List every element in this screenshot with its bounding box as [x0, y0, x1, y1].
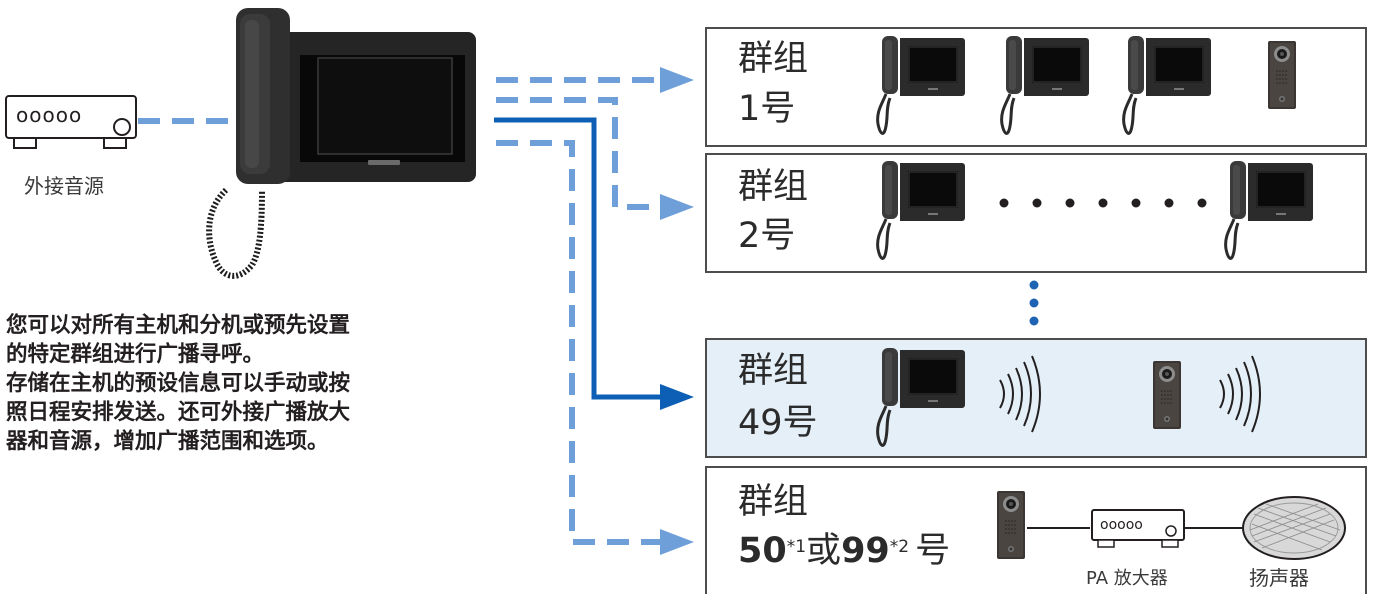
group-1-door-station-icon — [1268, 41, 1296, 109]
footnote-2-mark: *2 — [889, 537, 910, 557]
group-1-title: 群组 — [738, 39, 809, 79]
vertical-ellipsis-dots — [1029, 280, 1039, 326]
speaker-icon — [1242, 496, 1346, 560]
group-50-99-door-station-icon — [997, 491, 1025, 559]
speaker-label: 扬声器 — [1249, 566, 1309, 590]
source-display-text: ooooo — [16, 103, 82, 127]
source-label: 外接音源 — [24, 174, 104, 198]
group-number-99: 99 — [841, 531, 890, 571]
or-text: 或 — [806, 531, 842, 571]
arrow-to-group-50-99 — [496, 140, 694, 555]
master-station-icon — [206, 8, 476, 279]
external-audio-source-icon — [5, 95, 137, 149]
arrow-to-group-1 — [496, 67, 694, 93]
group-2-ellipsis-dots — [999, 198, 1207, 208]
group-2-title: 群组 — [738, 167, 809, 207]
arrow-to-group-2 — [496, 97, 694, 220]
description-text: 您可以对所有主机和分机或预先设置 的特定群组进行广播寻呼。 存储在主机的预设信息… — [6, 311, 446, 456]
amplifier-display-text: ooooo — [1100, 517, 1143, 533]
group-1-number: 1号 — [738, 89, 796, 129]
group-49-title: 群组 — [738, 351, 809, 391]
unit-text: 号 — [915, 531, 951, 571]
description-line: 的特定群组进行广播寻呼。 — [6, 342, 265, 367]
footnote-1-mark: *1 — [786, 537, 807, 557]
group-49-door-station-icon — [1153, 361, 1181, 429]
arrow-to-group-49 — [494, 117, 694, 410]
group-49-number: 49号 — [738, 403, 818, 443]
pa-amplifier-icon — [1091, 509, 1185, 548]
group-2-number: 2号 — [738, 216, 796, 256]
group-49-box — [705, 338, 1367, 458]
description-line: 存储在主机的预设信息可以手动或按 — [6, 371, 351, 396]
description-line: 照日程安排发送。还可外接广播放大 — [6, 400, 351, 425]
group-number-50: 50 — [738, 531, 787, 571]
description-line: 您可以对所有主机和分机或预先设置 — [6, 313, 351, 338]
description-line: 器和音源，增加广播范围和选项。 — [6, 429, 329, 454]
group-50-99-title: 群组 — [738, 482, 809, 522]
pa-amplifier-label: PA 放大器 — [1086, 568, 1168, 589]
